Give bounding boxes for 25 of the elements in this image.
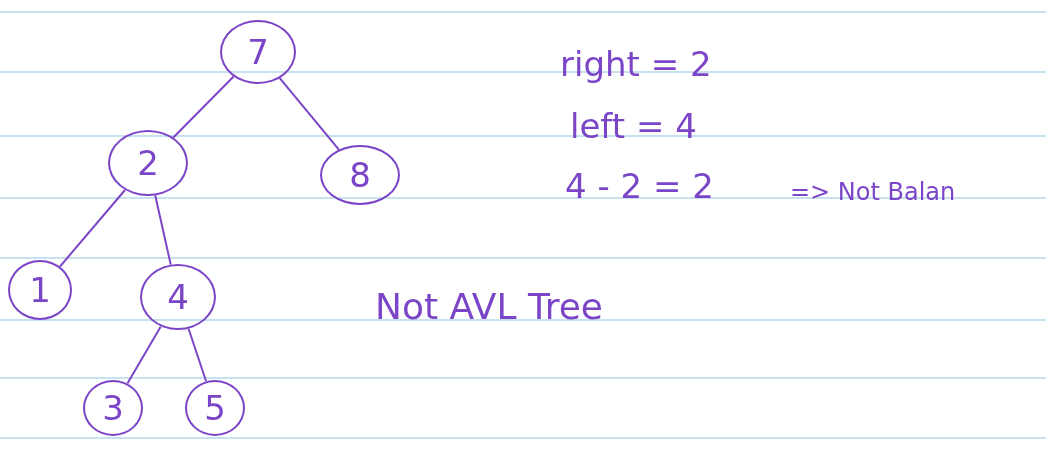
handwritten-note: 4 - 2 = 2 bbox=[565, 166, 714, 206]
node-value: 2 bbox=[137, 143, 159, 183]
tree-edge bbox=[154, 194, 172, 266]
tree-node-circle bbox=[220, 20, 296, 84]
tree-node-circle bbox=[8, 260, 72, 320]
node-value: 7 bbox=[247, 32, 269, 72]
tree-edge bbox=[187, 327, 208, 383]
tree-node-circle bbox=[185, 380, 245, 436]
tree-node-circle bbox=[140, 264, 216, 330]
node-value: 8 bbox=[349, 155, 371, 195]
tree-edge bbox=[278, 77, 340, 151]
tree-node-circle bbox=[320, 145, 400, 205]
node-value: 3 bbox=[102, 388, 124, 428]
tree-node-circle bbox=[83, 380, 143, 436]
tree-edge bbox=[172, 75, 235, 139]
tree-edge bbox=[126, 325, 162, 385]
node-value: 4 bbox=[167, 277, 189, 317]
handwritten-note: right = 2 bbox=[560, 44, 712, 84]
handwritten-note: Not AVL Tree bbox=[375, 286, 603, 327]
handwritten-note: left = 4 bbox=[570, 106, 697, 146]
node-value: 5 bbox=[204, 388, 226, 428]
tree-edge bbox=[58, 189, 127, 268]
node-value: 1 bbox=[29, 270, 51, 310]
handwritten-note: => Not Balan bbox=[790, 178, 956, 206]
tree-node-circle bbox=[108, 130, 188, 196]
